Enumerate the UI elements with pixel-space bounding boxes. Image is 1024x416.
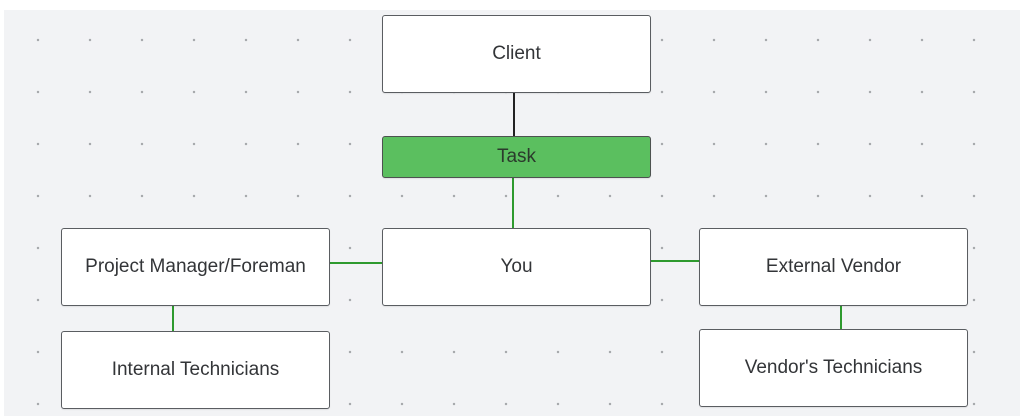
node-you[interactable]: You bbox=[382, 228, 651, 306]
node-project-manager[interactable]: Project Manager/Foreman bbox=[61, 228, 330, 306]
node-external-vendor[interactable]: External Vendor bbox=[699, 228, 968, 306]
node-task[interactable]: Task bbox=[382, 136, 651, 178]
node-vendors-technicians[interactable]: Vendor's Technicians bbox=[699, 329, 968, 407]
node-client[interactable]: Client bbox=[382, 15, 651, 93]
node-internal-technicians[interactable]: Internal Technicians bbox=[61, 331, 330, 409]
